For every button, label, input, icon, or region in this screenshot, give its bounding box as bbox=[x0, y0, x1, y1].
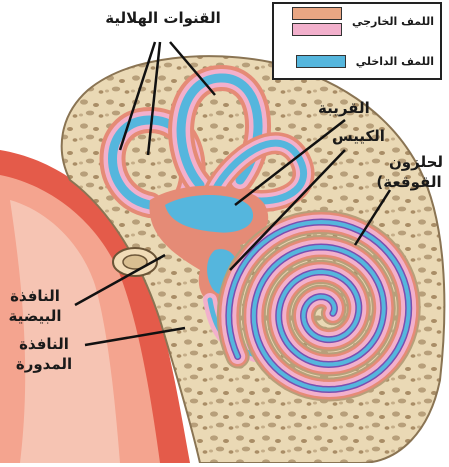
label-semicircular-canals: القنوات الهلالية bbox=[88, 8, 238, 28]
label-round-window-line1: النافذة bbox=[6, 334, 82, 354]
label-round-window-line2: المدورة bbox=[6, 354, 82, 374]
swatch-pink bbox=[292, 23, 342, 36]
legend-label-perilymph: اللمف الخارجي bbox=[352, 15, 434, 28]
legend-item-perilymph: اللمف الخارجي bbox=[292, 10, 434, 32]
label-saccule: الكييس bbox=[332, 126, 385, 146]
label-cochlea-line1: لحلزون bbox=[386, 152, 446, 172]
label-oval-window-line1: النافذة bbox=[0, 286, 70, 306]
legend: اللمف الخارجي اللمف الداخلي bbox=[272, 2, 442, 80]
swatch-tan bbox=[292, 7, 342, 20]
swatch-blue bbox=[296, 55, 346, 68]
legend-item-endolymph: اللمف الداخلي bbox=[296, 50, 434, 72]
legend-swatch-perilymph bbox=[292, 7, 342, 36]
label-utricle: القريبة bbox=[318, 98, 370, 118]
legend-label-endolymph: اللمف الداخلي bbox=[356, 55, 434, 68]
label-oval-window-line2: البيضية bbox=[0, 306, 70, 326]
label-cochlea-line2: القوقعة) bbox=[372, 172, 446, 192]
